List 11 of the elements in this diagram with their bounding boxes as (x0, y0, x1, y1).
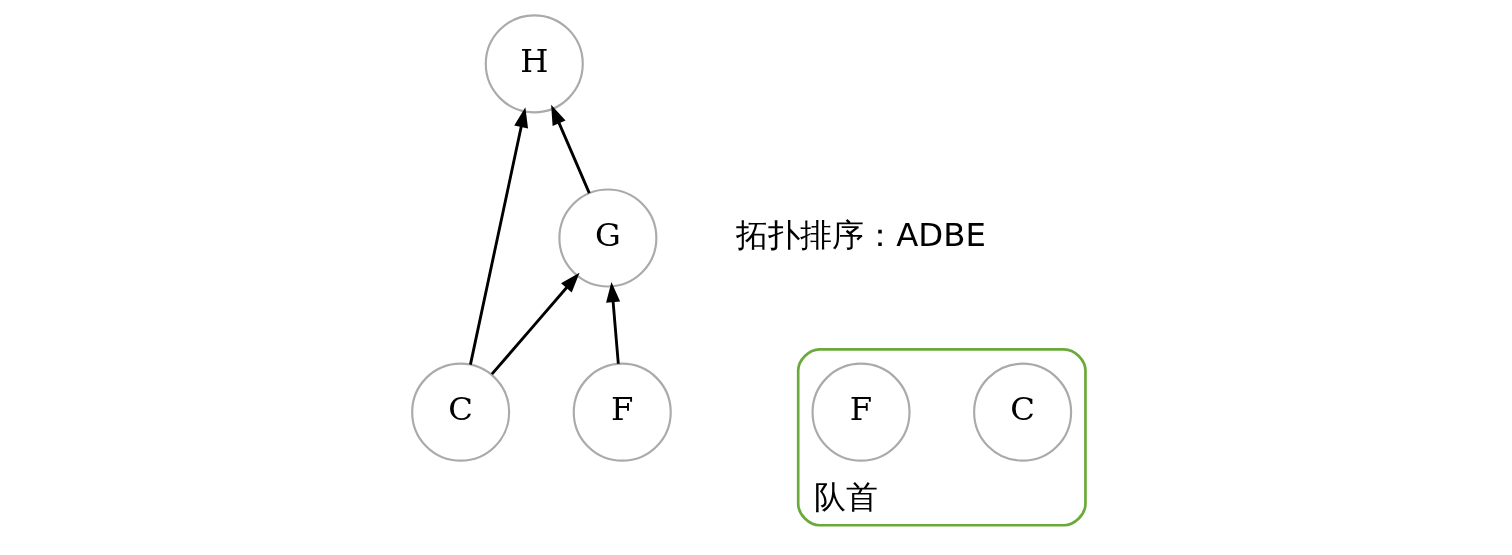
node-circle: F (811, 362, 911, 462)
node-circle: C (973, 362, 1073, 462)
arrow (606, 282, 621, 364)
node-circle: G (558, 188, 658, 288)
arrow (551, 104, 591, 194)
arrow (490, 272, 580, 376)
node-circle: H (484, 14, 584, 114)
arrow (469, 107, 529, 365)
label: 拓扑排序：ADBE (736, 215, 986, 254)
node-circle: F (572, 362, 672, 462)
node-circle: C (411, 362, 511, 462)
